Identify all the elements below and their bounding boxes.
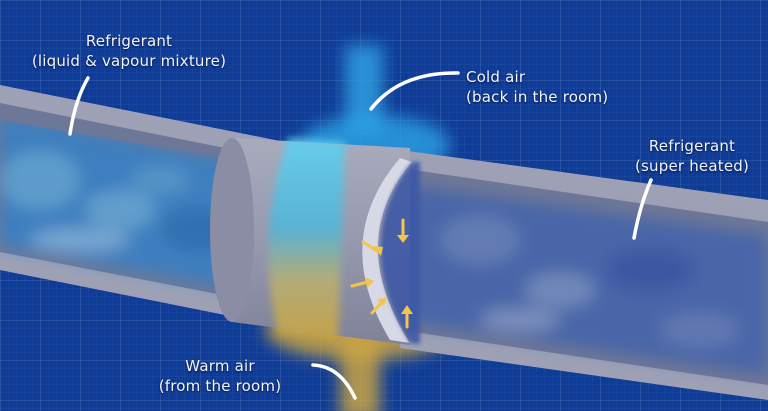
label-refrigerant-superheated: Refrigerant (super heated) [622, 136, 762, 176]
arrow-icon [397, 218, 409, 243]
leader-line-mixture [68, 76, 90, 136]
label-line: Refrigerant [85, 32, 173, 50]
leader-lines [68, 71, 653, 400]
cutaway-rim [362, 158, 412, 343]
leader-line-cold-air [369, 71, 460, 111]
label-line: Warm air [185, 357, 255, 375]
label-line: (back in the room) [466, 88, 609, 106]
leader-line-superheated [632, 178, 653, 240]
label-line: Cold air [466, 68, 526, 86]
heat-arrows [350, 218, 413, 329]
superheated-refrigerant [405, 185, 768, 375]
arrow-icon [361, 240, 383, 256]
leader-line-warm-air [311, 363, 357, 400]
arrow-icon [350, 277, 374, 288]
label-line: (from the room) [158, 377, 282, 395]
evaporator-coupling [210, 138, 420, 345]
label-line: Refrigerant [648, 137, 736, 155]
label-line: (liquid & vapour mixture) [31, 52, 227, 70]
right-pipe [400, 150, 768, 400]
label-cold-air: Cold air (back in the room) [466, 67, 608, 107]
label-warm-air: Warm air (from the room) [150, 356, 290, 396]
label-line: (super heated) [634, 157, 750, 175]
label-refrigerant-mixture: Refrigerant (liquid & vapour mixture) [14, 31, 244, 71]
arrow-icon [370, 297, 387, 315]
arrow-icon [401, 305, 413, 329]
